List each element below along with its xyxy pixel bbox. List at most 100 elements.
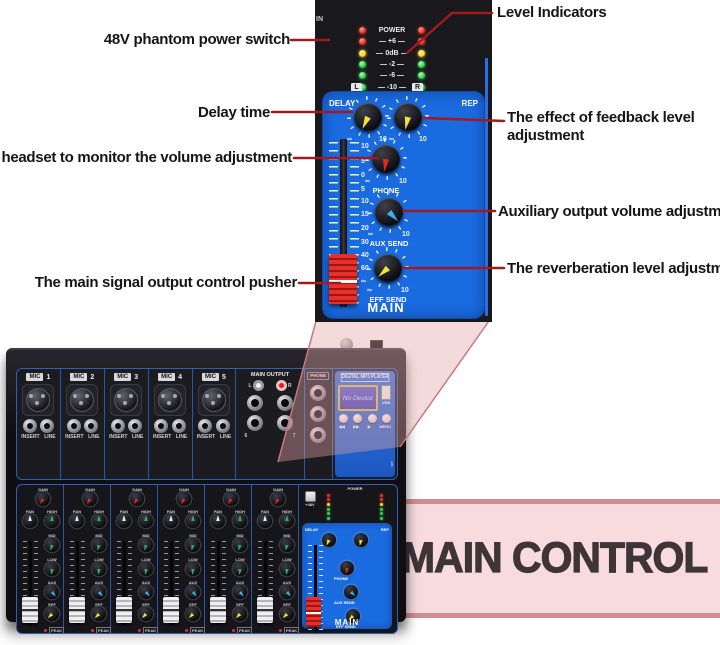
high-label: HIGH <box>282 508 292 514</box>
aux-knob: AUX <box>139 580 153 599</box>
right-channel-badge: R <box>412 83 423 93</box>
led <box>359 49 366 57</box>
fader-scale-mark: 10 <box>361 143 369 150</box>
channel-strip: GAIN PAN HIGH MID <box>205 485 253 633</box>
level-meter: POWER +6 0dB -2 -6 <box>359 25 425 93</box>
mid-label: MID <box>95 532 103 538</box>
output-right-label: R <box>287 383 292 389</box>
next-icon: ▶▶ <box>353 424 360 429</box>
peak-led <box>232 629 235 632</box>
insert-jack <box>198 419 213 433</box>
eff-knob: EFF <box>233 602 247 621</box>
knob-cap <box>70 514 84 528</box>
output-left-label: L <box>248 383 252 389</box>
low-knob: LOW <box>186 557 200 576</box>
eff-send-label: EFF SEND <box>369 295 407 304</box>
phone-knob <box>365 138 407 180</box>
banner-title: MAIN CONTROL <box>400 533 708 582</box>
line-label: LINE <box>88 434 100 440</box>
mic-number: 1 <box>46 373 51 381</box>
led <box>418 49 425 57</box>
mid-knob: MID <box>45 533 59 552</box>
eff-knob: EFF <box>45 602 59 621</box>
insert-label: INSERT <box>109 434 128 440</box>
eff-label: EFF <box>189 601 197 607</box>
panel-edge-label: IN <box>316 16 323 23</box>
control-deck: GAIN PAN HIGH MID <box>16 484 398 634</box>
scale-max: 10 <box>399 178 407 185</box>
eff-send-knob <box>367 247 409 289</box>
send-jack <box>310 427 327 443</box>
mic-tag: MIC <box>158 373 176 381</box>
callout-phantom-power: 48V phantom power switch <box>103 31 290 48</box>
peak-led <box>138 629 141 632</box>
led <box>359 38 366 46</box>
channel-fader-cap <box>116 597 132 623</box>
led <box>380 502 383 506</box>
low-label: LOW <box>94 556 104 562</box>
pan-knob: PAN <box>23 509 37 528</box>
mp3-panel: DIGITAL MP3 PLAYER No Device USB <box>334 371 396 477</box>
knob-pointer <box>28 515 32 521</box>
high-label: HIGH <box>94 508 104 514</box>
delay-knob <box>347 96 389 138</box>
xlr-connector <box>22 384 55 416</box>
high-label: HIGH <box>188 508 198 514</box>
photo-level-meter <box>327 493 383 521</box>
channel-fader-cap <box>163 597 179 623</box>
photo-phantom-switch <box>305 491 316 502</box>
channel-fader-cap <box>22 597 38 623</box>
meter-row: +6 <box>359 36 425 47</box>
low-knob: LOW <box>233 557 247 576</box>
photo-main-fader-cap <box>306 597 321 627</box>
scale-min: ∞ <box>365 178 370 185</box>
callout-aux-output: Auxiliary output volume adjustment <box>498 203 720 220</box>
high-knob: HIGH <box>92 509 106 528</box>
rca-jack-left <box>253 380 265 391</box>
fader-scale-mark: 30 <box>361 239 369 246</box>
knob-cap <box>139 514 153 528</box>
main-control-banner: MAIN CONTROL <box>388 499 720 618</box>
fader-scale-mark: 0 <box>361 172 365 179</box>
high-knob: HIGH <box>45 509 59 528</box>
aux-knob: AUX <box>186 580 200 599</box>
eff-label: EFF <box>283 601 291 607</box>
knob-pointer <box>75 515 79 521</box>
photo-aux-send-label: AUX SEND <box>334 600 355 605</box>
channel6-label: 6 <box>244 433 248 439</box>
mic-number: 4 <box>178 373 183 381</box>
knob-cap <box>258 514 272 528</box>
play-icon: ▶ <box>367 424 371 429</box>
led <box>359 61 366 69</box>
main-label: MAIN <box>367 300 405 315</box>
meter-row-label: -2 <box>366 61 418 68</box>
high-knob: HIGH <box>280 509 294 528</box>
photo-rep-label: REP <box>380 527 389 532</box>
gain-knob: GAIN <box>83 487 97 506</box>
knob-pointer <box>144 515 148 521</box>
mic-tag: MIC <box>202 373 220 381</box>
low-label: LOW <box>47 556 57 562</box>
channel-strip: GAIN PAN HIGH MID <box>252 485 300 633</box>
eff-knob: EFF <box>280 602 294 621</box>
photo-phantom-label: +48V <box>305 502 315 507</box>
knob-cap <box>45 514 59 528</box>
pan-knob: PAN <box>164 509 178 528</box>
effect-jack <box>310 406 327 422</box>
photo-delay-label: DELAY <box>305 527 319 532</box>
blue-accent-line <box>485 58 488 316</box>
meter-row-label: -10 <box>366 84 418 91</box>
peak-label: PEAK <box>284 627 300 633</box>
pan-label: PAN <box>119 508 129 514</box>
eff-label: EFF <box>236 601 244 607</box>
aux-label: AUX <box>188 579 198 585</box>
low-knob: LOW <box>280 557 294 576</box>
line-label: LINE <box>219 434 232 440</box>
mid-knob: MID <box>139 533 153 552</box>
pan-label: PAN <box>166 508 176 514</box>
channel-strip: GAIN PAN HIGH MID <box>64 485 112 633</box>
insert-label: INSERT <box>152 434 172 440</box>
channel-strip: GAIN PAN HIGH MID <box>158 485 206 633</box>
low-knob: LOW <box>92 557 106 576</box>
high-label: HIGH <box>47 508 57 514</box>
